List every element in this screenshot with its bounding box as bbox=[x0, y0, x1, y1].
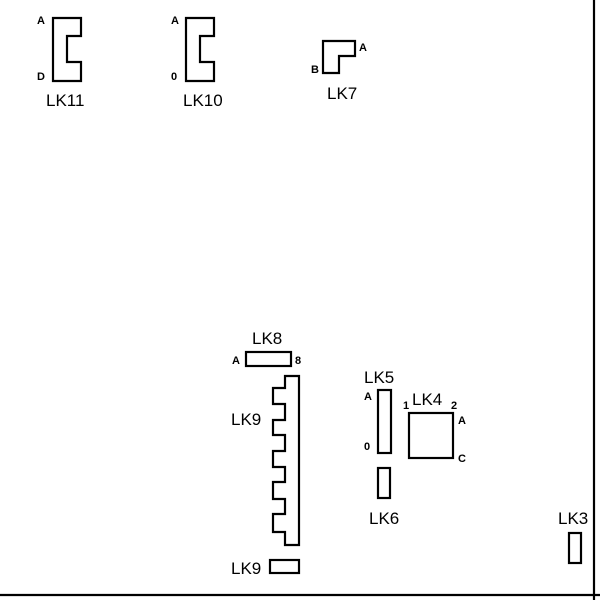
lk9-header-outline bbox=[271, 374, 301, 547]
lk4-pin-1: 1 bbox=[403, 400, 409, 412]
lk7-group: A B LK7 bbox=[311, 39, 367, 103]
lk7-pin-right: A bbox=[359, 42, 367, 54]
lk10-group: A 0 LK10 bbox=[171, 15, 223, 110]
lk4-label: LK4 bbox=[412, 390, 442, 409]
lk9-small-outline bbox=[268, 558, 301, 575]
lk11-pin-bottom: D bbox=[37, 71, 45, 83]
lk11-group: A D LK11 bbox=[37, 15, 84, 110]
lk3-label: LK3 bbox=[558, 509, 588, 528]
lk5-pin-top: A bbox=[364, 391, 372, 403]
lk7-outline bbox=[321, 39, 357, 75]
lk8-pin-left: A bbox=[232, 355, 240, 367]
lk9-small-group: LK9 bbox=[231, 558, 301, 578]
lk9-small-label: LK9 bbox=[231, 559, 261, 578]
lk8-label: LK8 bbox=[252, 329, 282, 348]
lk4-pin-c: C bbox=[458, 453, 466, 465]
lk8-pin-right: 8 bbox=[295, 355, 301, 367]
lk5-outline bbox=[376, 388, 393, 455]
lk7-label: LK7 bbox=[327, 84, 357, 103]
lk5-label: LK5 bbox=[364, 368, 394, 387]
lk11-label: LK11 bbox=[46, 91, 84, 110]
lk3-group: LK3 bbox=[558, 509, 588, 565]
lk5-group: A 0 LK5 bbox=[364, 368, 394, 455]
lk6-outline bbox=[376, 466, 392, 500]
lk4-pin-a: A bbox=[458, 415, 466, 427]
lk10-pin-top: A bbox=[171, 15, 179, 27]
lk8-group: A 8 LK8 bbox=[232, 329, 301, 368]
lk11-outline bbox=[51, 16, 83, 83]
lk9-header-group: LK9 bbox=[231, 374, 301, 547]
lk4-group: 1 2 A C LK4 bbox=[403, 390, 466, 465]
lk4-pin-2: 2 bbox=[451, 400, 457, 412]
lk9-header-label: LK9 bbox=[231, 410, 261, 429]
lk10-label: LK10 bbox=[183, 91, 223, 110]
lk6-label: LK6 bbox=[369, 509, 399, 528]
lk10-outline bbox=[184, 16, 216, 83]
lk8-outline bbox=[244, 350, 293, 368]
lk11-pin-top: A bbox=[37, 15, 45, 27]
lk4-outline bbox=[407, 411, 455, 460]
lk5-pin-bottom: 0 bbox=[364, 441, 370, 453]
lk6-group: LK6 bbox=[369, 466, 399, 528]
lk10-pin-bottom: 0 bbox=[171, 71, 177, 83]
lk7-pin-left: B bbox=[311, 64, 319, 76]
lk3-outline bbox=[567, 531, 583, 565]
